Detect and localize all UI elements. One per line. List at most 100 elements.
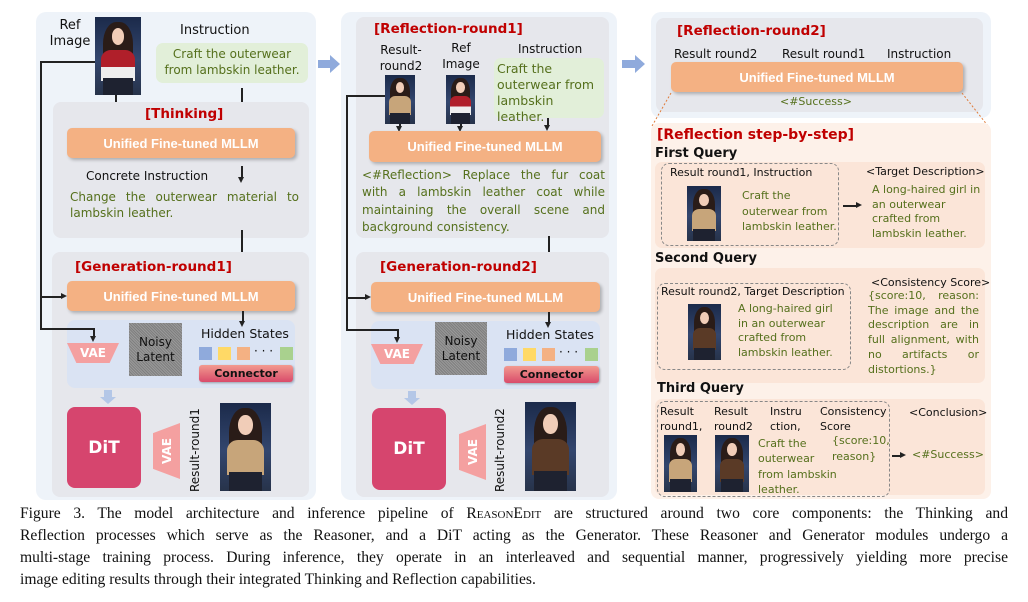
method-name: ReasonEdit: [466, 505, 542, 522]
instruction-label: Instruction: [518, 42, 583, 56]
mllm-block: Unified Fine-tuned MLLM: [369, 131, 601, 162]
vae-decoder: VAE: [153, 423, 180, 479]
hidden-states-label: Hidden States: [506, 327, 594, 342]
instruction-label: Instruction: [180, 23, 250, 38]
third-input-label: Result round1,: [660, 405, 703, 433]
second-description: A long-haired girl in an outerwear craft…: [738, 302, 833, 359]
caption-line: image editing results through their inte…: [20, 571, 536, 588]
connector-line: [40, 61, 42, 328]
dit-block: DiT: [67, 407, 141, 488]
caption-line: Figure 3. The model architecture and inf…: [20, 503, 1008, 525]
result-round1-image: [664, 435, 697, 492]
mllm-block: Unified Fine-tuned MLLM: [371, 282, 600, 312]
result-round1-image: [220, 403, 271, 491]
token: [504, 348, 517, 361]
reflection-round2-title: [Reflection-round2]: [677, 23, 826, 39]
result-round2-image: [688, 304, 721, 360]
mllm-block: Unified Fine-tuned MLLM: [67, 281, 295, 311]
generation-title: [Generation-round2]: [380, 259, 537, 275]
conclusion-label: <Conclusion>: [909, 406, 988, 419]
output-text: <#Success>: [780, 95, 852, 108]
arrow-down-icon: [90, 336, 96, 342]
third-instruction: Craft the outerwear from lambskin leathe…: [758, 437, 837, 496]
result-label: Result-round2: [493, 408, 507, 492]
token: [218, 347, 231, 360]
zoom-lines: [651, 92, 989, 127]
instruction-box: Craft the outerwear from lambskin leathe…: [156, 43, 308, 83]
noisy-latent: Noisy Latent: [435, 322, 487, 375]
third-score: {score:10, reason}: [832, 434, 890, 463]
concrete-instruction-label: Concrete Instruction: [86, 169, 209, 183]
second-inputs-label: Result round2, Target Description: [661, 285, 845, 298]
result-label: Result-round1: [188, 408, 202, 492]
vae-encoder: VAE: [67, 343, 119, 363]
noisy-latent: Noisy Latent: [129, 323, 182, 376]
first-instruction: Craft the outerwear from lambskin leathe…: [742, 189, 837, 233]
step-title: [Reflection step-by-step]: [657, 127, 855, 143]
consistency-score-label: <Consistency Score>: [871, 276, 991, 289]
reflection-title: [Reflection-round1]: [374, 21, 523, 37]
arrow-right-icon: [330, 55, 340, 73]
result-round2-image: [715, 435, 749, 492]
vae-label: VAE: [159, 438, 174, 464]
vae-decoder: VAE: [459, 424, 486, 480]
mllm-block: Unified Fine-tuned MLLM: [671, 62, 963, 92]
arrow-down-icon: [238, 177, 244, 183]
ref-image: [446, 75, 475, 124]
third-query-inputs: [657, 401, 890, 497]
result-round1-image: [687, 186, 721, 241]
third-input-label: Result round2: [714, 405, 753, 433]
thinking-title: [Thinking]: [145, 106, 224, 122]
third-query-box: [655, 399, 985, 495]
first-query-inputs: [661, 163, 839, 246]
dit-block: DiT: [372, 408, 446, 490]
token: [523, 348, 536, 361]
first-query-title: First Query: [655, 146, 738, 161]
instruction-box: Craft the outerwear from lambskin leathe…: [494, 58, 604, 124]
third-query-title: Third Query: [657, 381, 744, 396]
ref-image-label: Ref Image: [49, 18, 91, 49]
arrow-down-icon: [404, 398, 420, 405]
generation-title: [Generation-round1]: [75, 259, 232, 275]
token: [199, 347, 212, 360]
thinking-box: [53, 102, 309, 238]
ref-image-label: Ref Image: [442, 41, 480, 71]
arrow-down-icon: [394, 337, 400, 343]
arrow-right-icon: [900, 452, 906, 458]
connector-block: Connector: [199, 365, 293, 382]
third-input-label: Consistency Score: [820, 405, 887, 433]
reflection-text: <#Reflection> Replace the fur coat with …: [362, 168, 605, 234]
caption-text: Figure 3. The model architecture and inf…: [20, 505, 467, 522]
input-label: Instruction: [887, 47, 952, 61]
token-ellipsis: · · ·: [559, 345, 579, 359]
hidden-states-label: Hidden States: [201, 326, 289, 341]
arrow-down-icon: [544, 125, 550, 131]
arrow-down-icon: [545, 322, 551, 328]
vae-label: VAE: [465, 439, 480, 465]
token: [542, 348, 555, 361]
figure-caption: Figure 3. The model architecture and inf…: [20, 503, 1008, 591]
result-round1-label: Result-round2: [379, 43, 423, 73]
arrow-right-icon: [61, 293, 67, 299]
arrow-down-icon: [239, 321, 245, 327]
result-round1-image: [385, 75, 415, 124]
first-inputs-label: Result round1, Instruction: [670, 166, 813, 179]
result-round2-image: [525, 402, 576, 491]
connector-line: [40, 61, 95, 63]
token: [280, 347, 293, 360]
token: [237, 347, 250, 360]
caption-text: are structured around two core component…: [541, 505, 1008, 522]
target-description-text: A long-haired girl in an outerwear craft…: [872, 183, 981, 240]
token-ellipsis: · · ·: [254, 344, 274, 358]
consistency-score-text: {score:10, reason: The image and the des…: [868, 289, 979, 376]
connector-block: Connector: [504, 366, 599, 383]
caption-line: multi-stage training process. During inf…: [20, 549, 1008, 566]
mllm-block: Unified Fine-tuned MLLM: [67, 128, 295, 158]
conclusion-text: <#Success>: [912, 448, 984, 461]
concrete-instruction-text: Change the outerwear material to lambski…: [70, 190, 299, 220]
second-query-inputs: [657, 283, 851, 370]
arrow-down-icon: [457, 126, 463, 132]
second-query-title: Second Query: [655, 251, 757, 266]
arrow-down-icon: [100, 397, 116, 404]
ref-image: [95, 17, 141, 95]
